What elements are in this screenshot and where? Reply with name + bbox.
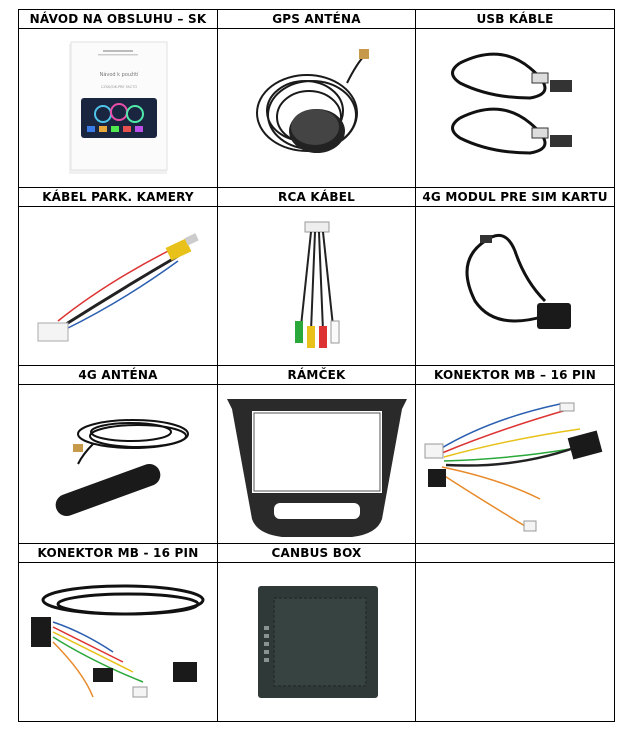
header-cell: KONEKTOR MB - 16 PIN (18, 543, 218, 563)
manual-title: Návod k použití (100, 71, 139, 78)
image-row-1: Návod k použití CZSK/SIK-PRE FACTO (18, 28, 615, 188)
connector-harness-image-2 (31, 584, 205, 698)
camera-cable-image (37, 233, 199, 342)
header-cell: GPS ANTÉNA (217, 9, 416, 29)
empty-cell (415, 562, 615, 722)
header-row-4: KONEKTOR MB - 16 PIN CANBUS BOX (18, 543, 615, 563)
header-cell: RÁMČEK (217, 365, 416, 385)
usb-cables-image (451, 52, 572, 155)
4g-module-image (465, 233, 571, 329)
rca-cable-cell (217, 206, 416, 366)
camera-cable-cell (18, 206, 218, 366)
header-cell: NÁVOD NA OBSLUHU – SK (18, 9, 218, 29)
connector-cell-2 (18, 562, 218, 722)
4g-module-cell (415, 206, 615, 366)
4g-antenna-cell (18, 384, 218, 544)
canbus-box-image (257, 586, 378, 698)
rca-cable-image (294, 221, 339, 348)
canbus-cell (217, 562, 416, 722)
connector-cell (415, 384, 615, 544)
frame-cell (217, 384, 416, 544)
image-row-2 (18, 206, 615, 366)
manual-booklet-image: Návod k použití CZSK/SIK-PRE FACTO (69, 41, 168, 174)
header-cell: 4G MODUL PRE SIM KARTU (415, 187, 615, 207)
gps-cell (217, 28, 416, 188)
frame-image (226, 399, 407, 537)
manual-cell: Návod k použití CZSK/SIK-PRE FACTO (18, 28, 218, 188)
connector-harness-image (424, 402, 603, 532)
gps-antenna-image (255, 49, 369, 153)
header-cell: USB KÁBLE (415, 9, 615, 29)
header-row-2: KÁBEL PARK. KAMERY RCA KÁBEL 4G MODUL PR… (18, 187, 615, 207)
header-cell: CANBUS BOX (217, 543, 416, 563)
package-contents-table: NÁVOD NA OBSLUHU – SK GPS ANTÉNA USB KÁB… (18, 9, 615, 722)
header-row-1: NÁVOD NA OBSLUHU – SK GPS ANTÉNA USB KÁB… (18, 9, 615, 29)
4g-antenna-image (55, 419, 189, 517)
header-cell: 4G ANTÉNA (18, 365, 218, 385)
header-cell: RCA KÁBEL (217, 187, 416, 207)
image-row-4 (18, 562, 615, 722)
header-cell: KÁBEL PARK. KAMERY (18, 187, 218, 207)
header-row-3: 4G ANTÉNA RÁMČEK KONEKTOR MB – 16 PIN (18, 365, 615, 385)
usb-cell (415, 28, 615, 188)
header-cell (415, 543, 615, 563)
header-cell: KONEKTOR MB – 16 PIN (415, 365, 615, 385)
image-row-3 (18, 384, 615, 544)
manual-subtitle: CZSK/SIK-PRE FACTO (101, 85, 137, 89)
